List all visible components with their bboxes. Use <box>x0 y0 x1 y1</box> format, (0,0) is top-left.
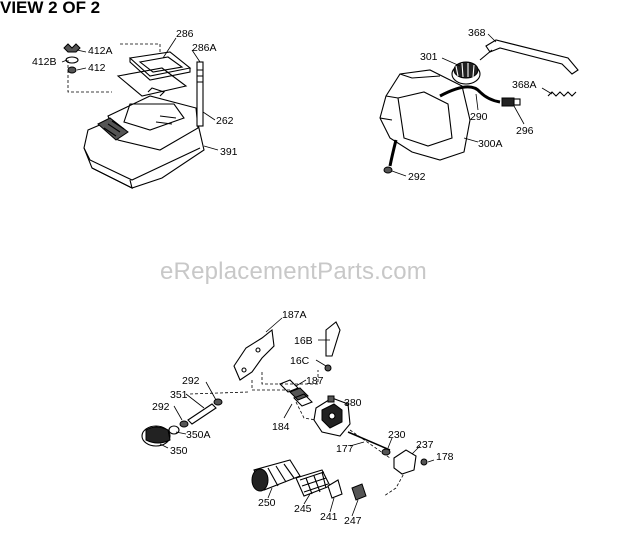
bowl-screw <box>420 458 428 466</box>
callout-245: 245 <box>294 503 312 515</box>
fuel-line <box>439 85 501 104</box>
air-cleaner-assembly: 286 286A 412A 412B 412 262 391 <box>32 28 238 190</box>
inlet-fitting <box>187 403 217 425</box>
callout-412a: 412A <box>88 45 113 57</box>
gasket-184 <box>279 379 299 393</box>
wing-nut <box>63 43 81 53</box>
callout-286a: 286A <box>192 42 217 54</box>
callout-184: 184 <box>272 421 290 433</box>
support-rod <box>196 61 204 127</box>
nut-230 <box>381 448 391 456</box>
callout-301: 301 <box>420 51 438 63</box>
callout-412: 412 <box>88 62 106 74</box>
callout-296: 296 <box>516 125 534 137</box>
callout-351: 351 <box>170 389 188 401</box>
callout-230: 230 <box>388 429 406 441</box>
callout-412b: 412B <box>32 56 57 68</box>
part-241 <box>327 479 343 499</box>
tank-bracket <box>485 39 579 75</box>
callout-391: 391 <box>220 146 238 158</box>
callout-187a: 187A <box>282 309 307 321</box>
control-lever <box>325 321 341 357</box>
fuel-tank-assembly: 368 301 368A 290 296 300A 292 <box>379 27 579 183</box>
callout-290: 290 <box>470 111 488 123</box>
throttle-bracket <box>233 328 275 381</box>
fuel-fitting <box>501 97 515 107</box>
spring <box>547 91 577 97</box>
callout-368a: 368A <box>512 79 537 91</box>
clamp-292-upper <box>213 398 223 406</box>
callout-350a: 350A <box>186 429 211 441</box>
carburetor-assembly: 187A 16B 16C 187 380 184 292 351 292 350… <box>141 309 454 527</box>
callout-286: 286 <box>176 28 194 40</box>
callout-16b: 16B <box>294 335 313 347</box>
callout-368: 368 <box>468 27 486 39</box>
primer-retainer <box>168 425 180 435</box>
callout-380: 380 <box>344 397 362 409</box>
callout-177: 177 <box>336 443 354 455</box>
callout-300a: 300A <box>478 138 503 150</box>
callout-292-upper: 292 <box>182 375 200 387</box>
gasket <box>116 67 188 97</box>
callout-262: 262 <box>216 115 234 127</box>
watermark: eReplacementParts.com <box>160 258 427 285</box>
callout-292-tank: 292 <box>408 171 426 183</box>
needle <box>347 431 391 451</box>
air-cleaner-cover <box>107 95 199 151</box>
lever-screw <box>324 364 332 372</box>
callout-178: 178 <box>436 451 454 463</box>
callout-350: 350 <box>170 445 188 457</box>
callout-241: 241 <box>320 511 338 523</box>
callout-16c: 16C <box>290 355 310 367</box>
callout-292-lower: 292 <box>152 401 170 413</box>
fuel-clamp <box>383 166 393 174</box>
callout-187: 187 <box>306 375 324 387</box>
callout-237: 237 <box>416 439 434 451</box>
nut <box>67 66 77 74</box>
callout-250: 250 <box>258 497 276 509</box>
part-247 <box>351 483 367 501</box>
view-title: VIEW 2 OF 2 <box>0 0 101 17</box>
clamp-292-lower <box>179 420 189 428</box>
callout-247: 247 <box>344 515 362 527</box>
float-bowl <box>393 449 417 475</box>
